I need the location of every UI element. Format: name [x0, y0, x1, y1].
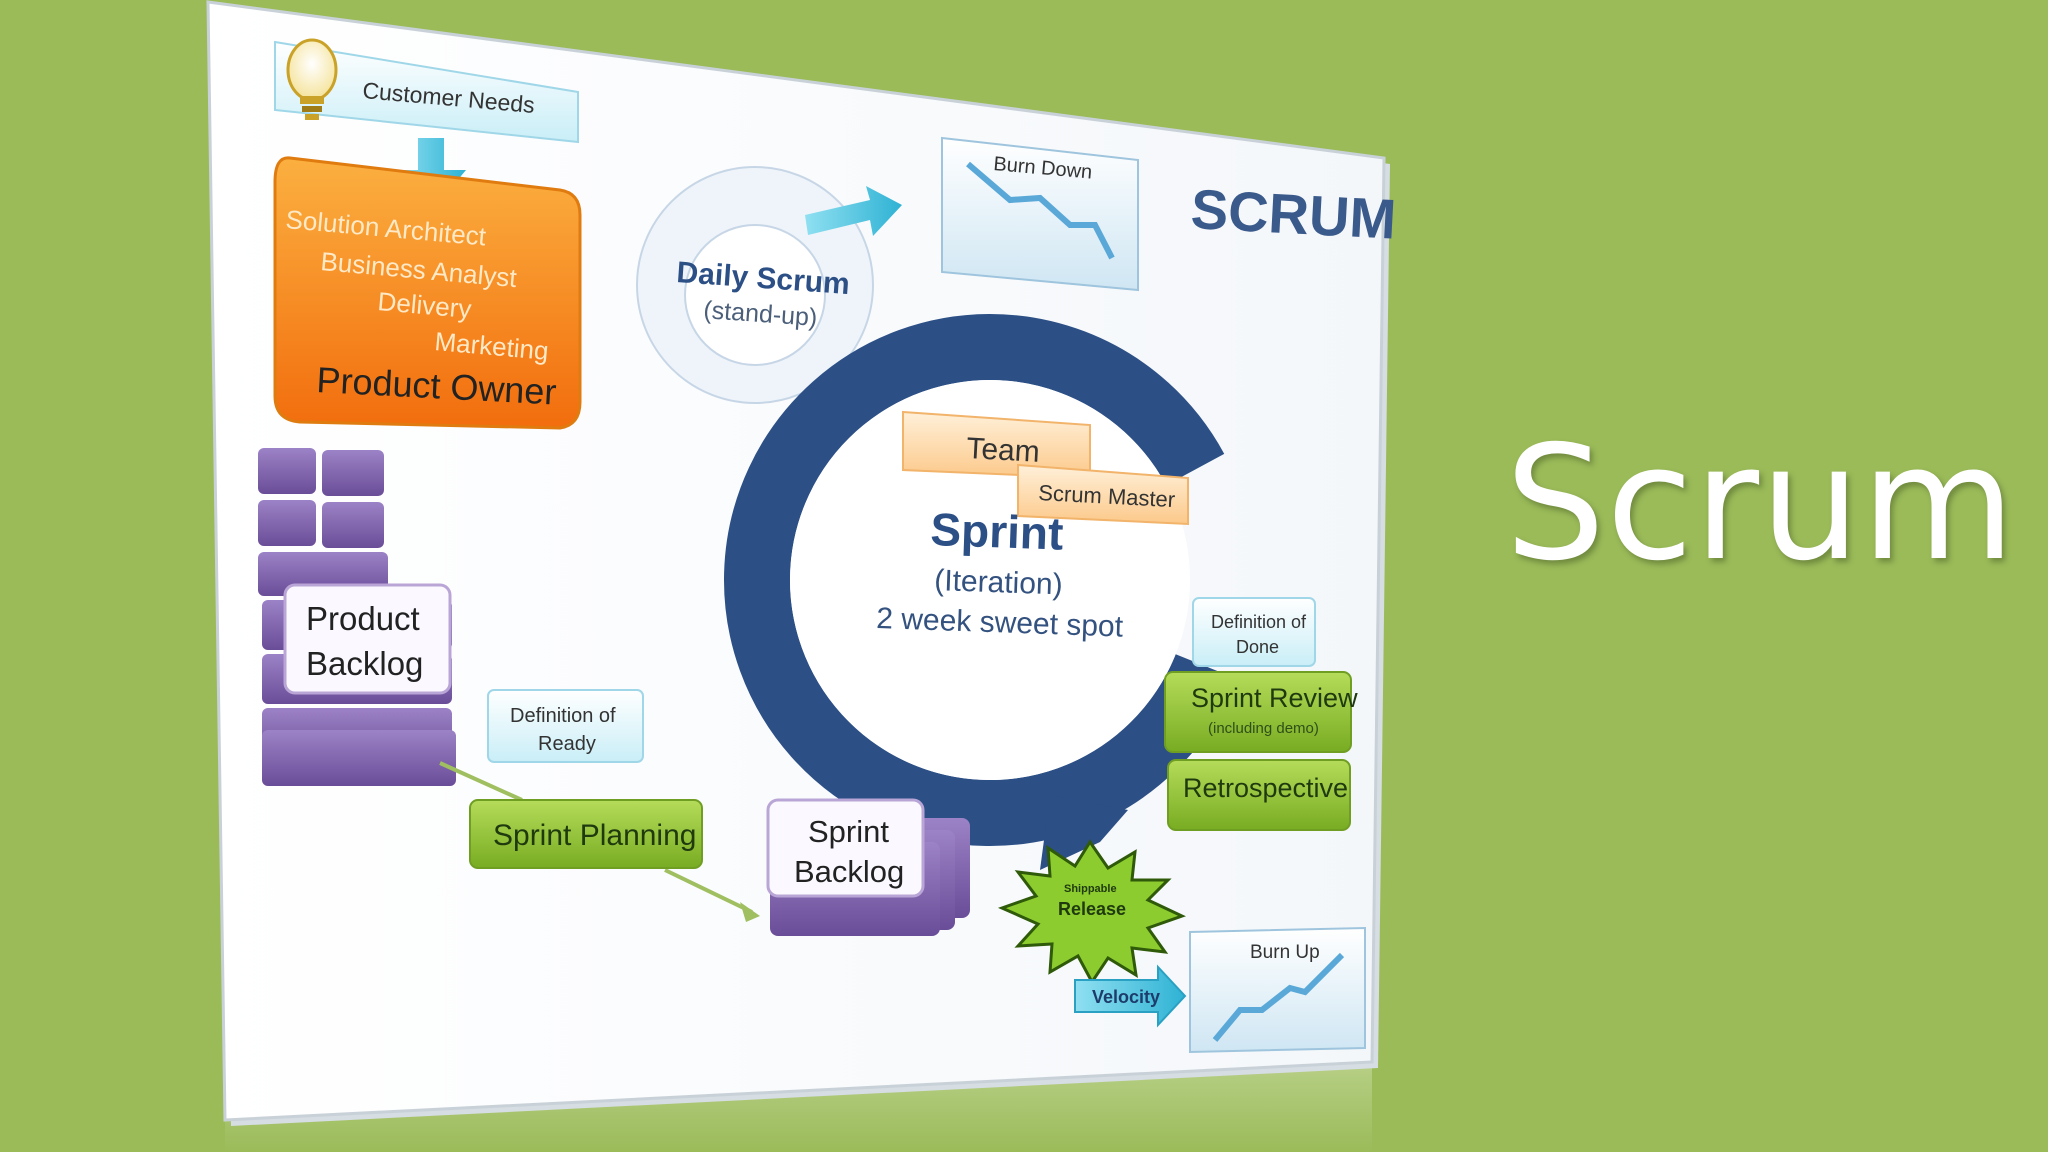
sprint-planning-label: Sprint Planning — [493, 819, 696, 852]
velocity-arrow: Velocity — [1074, 964, 1187, 1028]
ring-arrow-head — [1040, 795, 1128, 870]
sprint-sub: (Iteration) — [934, 564, 1063, 601]
definition-of-ready-line-2: Ready — [538, 733, 596, 755]
product-backlog-line-1: Product — [306, 600, 420, 637]
scrum-master-box: Scrum Master — [1017, 463, 1189, 526]
sprint-backlog-line-2: Backlog — [794, 854, 904, 889]
team-label: Team — [966, 432, 1041, 469]
connector-arrow-head — [740, 902, 760, 922]
burn-up-chart: Burn Up — [1189, 926, 1366, 1054]
definition-of-ready-line-1: Definition of — [510, 705, 616, 727]
burn-up-line — [1212, 952, 1345, 1042]
product-backlog-line-2: Backlog — [306, 645, 423, 682]
definition-of-done-line-2: Done — [1236, 637, 1279, 657]
diagram-heading: SCRUM — [1189, 177, 1397, 251]
sprint-planning-box: Sprint Planning — [469, 799, 703, 869]
retrospective-label: Retrospective — [1183, 773, 1348, 803]
definition-of-done-line-1: Definition of — [1211, 612, 1307, 632]
product-owner-box: Solution Architect Business Analyst Deli… — [273, 156, 582, 430]
velocity-label: Velocity — [1092, 987, 1160, 1007]
sprint-backlog-stack: Sprint Backlog — [766, 798, 970, 936]
definition-of-done-box: Definition of Done — [1192, 597, 1316, 667]
lightbulb-icon — [286, 38, 338, 120]
product-backlog-stack: Product Backlog — [258, 448, 456, 786]
release-starburst: Shippable Release — [997, 839, 1186, 985]
burn-down-line — [966, 161, 1115, 260]
connector-planning-sprint-backlog — [664, 868, 753, 914]
customer-needs-box: Customer Needs — [274, 40, 579, 144]
slide-title: Scrum — [1505, 412, 2017, 596]
release-small-label: Shippable — [1064, 883, 1117, 895]
sprint-review-label: Sprint Review — [1191, 683, 1358, 713]
sprint-backlog-line-1: Sprint — [808, 814, 889, 849]
release-label: Release — [1058, 899, 1126, 919]
sprint-review-box: Sprint Review (including demo) — [1164, 671, 1358, 753]
burn-up-label: Burn Up — [1250, 942, 1320, 963]
burn-down-chart: Burn Down — [941, 136, 1139, 292]
arrow-right-icon — [805, 186, 902, 236]
panel-reflection — [225, 1068, 1372, 1152]
sprint-label: Sprint — [930, 503, 1065, 560]
retrospective-box: Retrospective — [1167, 759, 1351, 831]
team-box: Team — [902, 410, 1091, 480]
connector-backlog-planning — [439, 761, 523, 802]
sprint-review-sub: (including demo) — [1208, 720, 1319, 737]
definition-of-ready-box: Definition of Ready — [487, 689, 644, 763]
